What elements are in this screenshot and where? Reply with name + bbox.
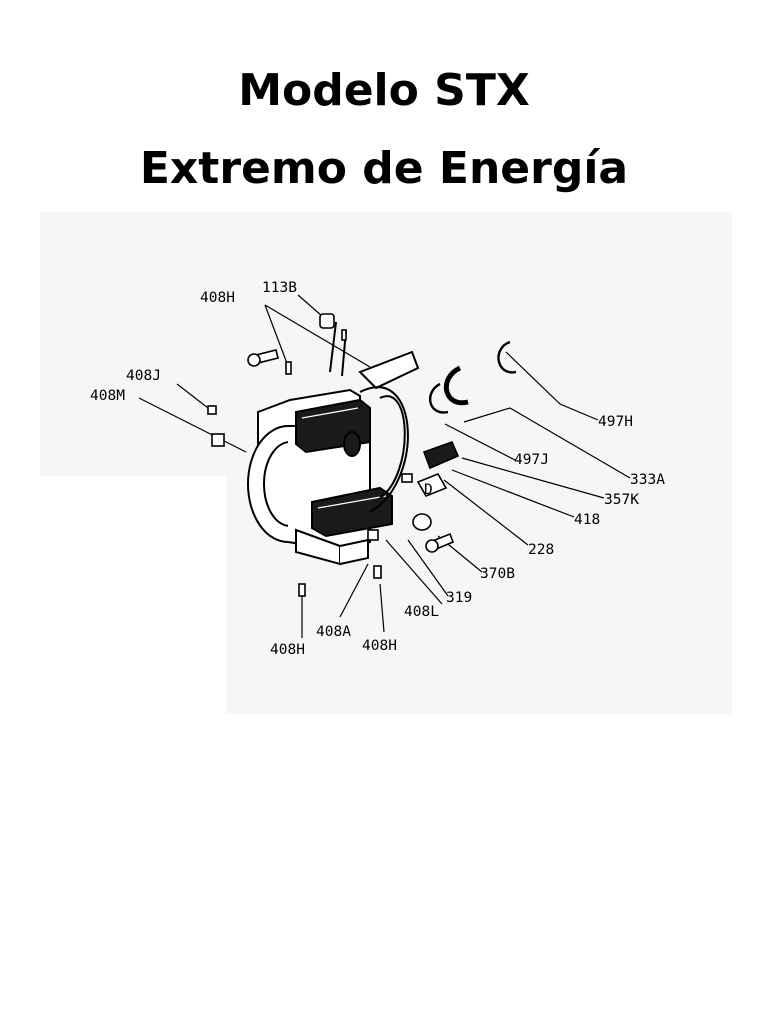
label-418: 418 (574, 512, 600, 528)
label-319: 319 (446, 590, 472, 606)
label-408H-top: 408H (200, 290, 235, 306)
part-labels: 408H 113B 408J 408M 497H 497J 333A 357K … (90, 280, 665, 658)
label-497H: 497H (598, 414, 633, 430)
label-408L: 408L (404, 604, 439, 620)
leader-lines (138, 294, 631, 638)
label-408M: 408M (90, 388, 125, 404)
label-497J: 497J (514, 452, 549, 468)
label-113B: 113B (262, 280, 297, 296)
label-333A: 333A (630, 472, 665, 488)
title-line-1: Modelo STX (238, 65, 530, 116)
label-408H-bottom-left: 408H (270, 642, 305, 658)
fasteners (207, 313, 460, 597)
label-357K: 357K (604, 492, 639, 508)
label-228: 228 (528, 542, 554, 558)
retaining-rings (429, 340, 517, 414)
label-408J: 408J (126, 368, 161, 384)
label-370B: 370B (480, 566, 515, 582)
exploded-parts-diagram: 408H 113B 408J 408M 497H 497J 333A 357K … (40, 212, 732, 714)
diagram-canvas: 408H 113B 408J 408M 497H 497J 333A 357K … (40, 212, 732, 714)
bearing-housing (247, 321, 420, 566)
title-line-2: Extremo de Energía (139, 143, 629, 195)
label-408A: 408A (316, 624, 351, 640)
label-D: D (424, 482, 433, 498)
page-title: Modelo STX Extremo de Energía (0, 52, 768, 209)
label-408H-bottom-right: 408H (362, 638, 397, 654)
